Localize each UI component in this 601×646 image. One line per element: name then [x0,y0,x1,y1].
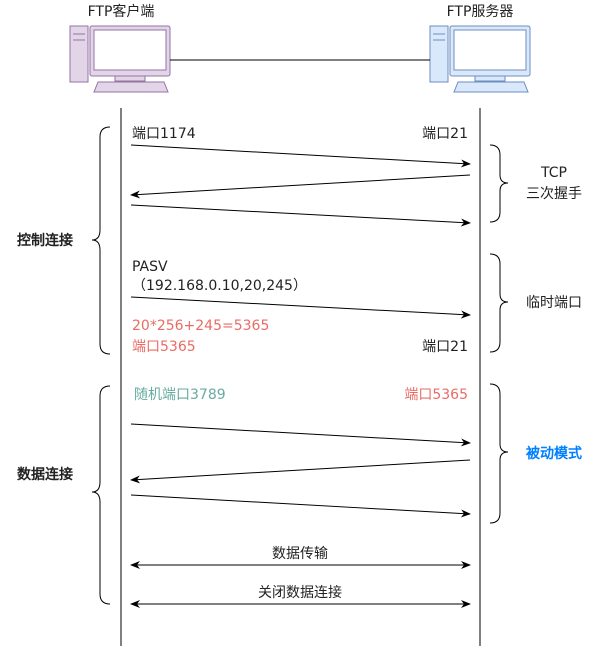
server-port-21: 端口21 [422,126,468,142]
tcp-brace [489,144,509,223]
data-connection-label: 数据连接 [17,466,73,483]
client-label: FTP客户端 [88,3,155,20]
data-syn-arrow [130,423,471,447]
data-transfer-label: 数据传输 [272,546,328,562]
temp-port-brace [489,253,509,353]
data-syn-ack-arrow [130,459,471,484]
control-connection-label: 控制连接 [17,232,73,249]
client-port-1174: 端口1174 [132,126,196,142]
data-ack-arrow [130,494,471,518]
pasv-arrow [130,296,471,319]
temp-port-label: 临时端口 [526,295,582,311]
ack-arrow [130,204,471,227]
server-port-21-again: 端口21 [422,339,468,355]
random-client-port: 随机端口3789 [134,387,226,403]
pasv-command: PASV [132,259,168,275]
syn-arrow [130,144,471,168]
data-brace [91,385,111,605]
passive-brace [489,383,509,524]
passive-mode-label: 被动模式 [526,445,582,462]
computed-port-5365: 端口5365 [132,339,196,355]
tcp-label-line2: 三次握手 [526,186,582,202]
server-computer-icon [429,25,531,93]
close-data-connection-label: 关闭数据连接 [258,584,342,601]
server-data-port: 端口5365 [404,387,468,403]
tcp-label-line1: TCP [540,165,567,181]
port-calculation: 20*256+245=5365 [132,318,269,334]
client-computer-icon [69,25,171,93]
syn-ack-arrow [130,174,471,199]
pasv-address: （192.168.0.10,20,245） [132,278,307,294]
server-label: FTP服务器 [447,4,514,20]
control-brace [91,126,111,355]
